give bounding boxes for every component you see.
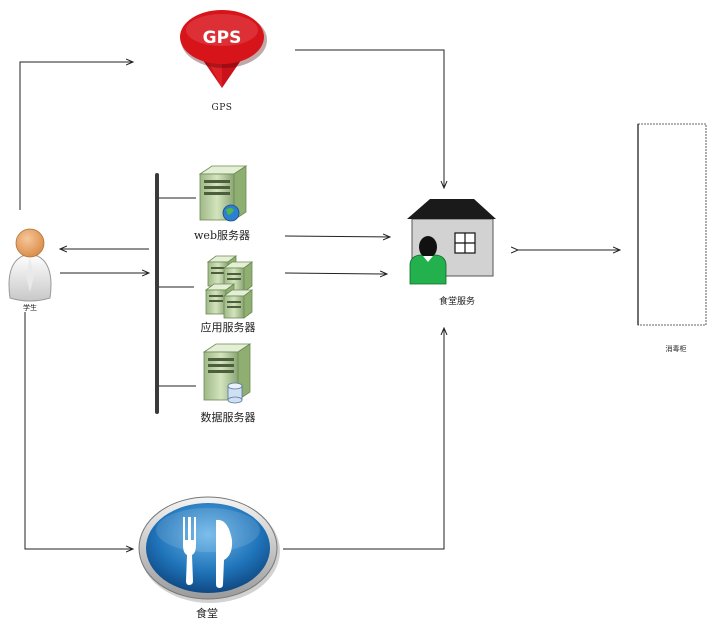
cabinet-label: 消毒柜 <box>665 345 687 353</box>
web-to-canteen-service-connector <box>284 236 390 237</box>
student-person-icon <box>8 228 52 302</box>
web-server-label: web服务器 <box>194 229 250 242</box>
data-server-label: 数据服务器 <box>200 411 256 424</box>
canteen-service-label: 食堂服务 <box>438 297 476 307</box>
canteen-service-house-icon <box>407 199 496 285</box>
app-server-label: 应用服务器 <box>200 321 256 334</box>
canteen-label: 食堂 <box>196 607 218 620</box>
server-bus-bar <box>155 173 159 414</box>
fork-icon <box>183 517 196 585</box>
gps-pin-icon: GPS <box>180 10 267 88</box>
app-server-icon <box>204 255 254 319</box>
knife-icon <box>216 519 233 588</box>
canteen-to-service-connector <box>283 328 444 550</box>
gps-label: GPS <box>211 103 233 113</box>
service-person-icon <box>409 254 447 285</box>
canteen-fork-knife-icon <box>138 496 280 603</box>
gps-badge-text: GPS <box>203 28 242 48</box>
student-label: 学生 <box>23 304 37 312</box>
web-server-icon <box>198 165 248 222</box>
gps-badge-shape <box>180 10 264 64</box>
app-to-canteen-service-connector <box>284 273 387 274</box>
student-to-gps-connector <box>19 62 133 210</box>
student-to-canteen-connector <box>24 312 133 549</box>
data-server-icon <box>202 343 252 404</box>
gps-to-canteen-service-connector <box>295 49 444 188</box>
connectors <box>19 49 620 550</box>
disinfection-cabinet-box <box>637 123 707 326</box>
